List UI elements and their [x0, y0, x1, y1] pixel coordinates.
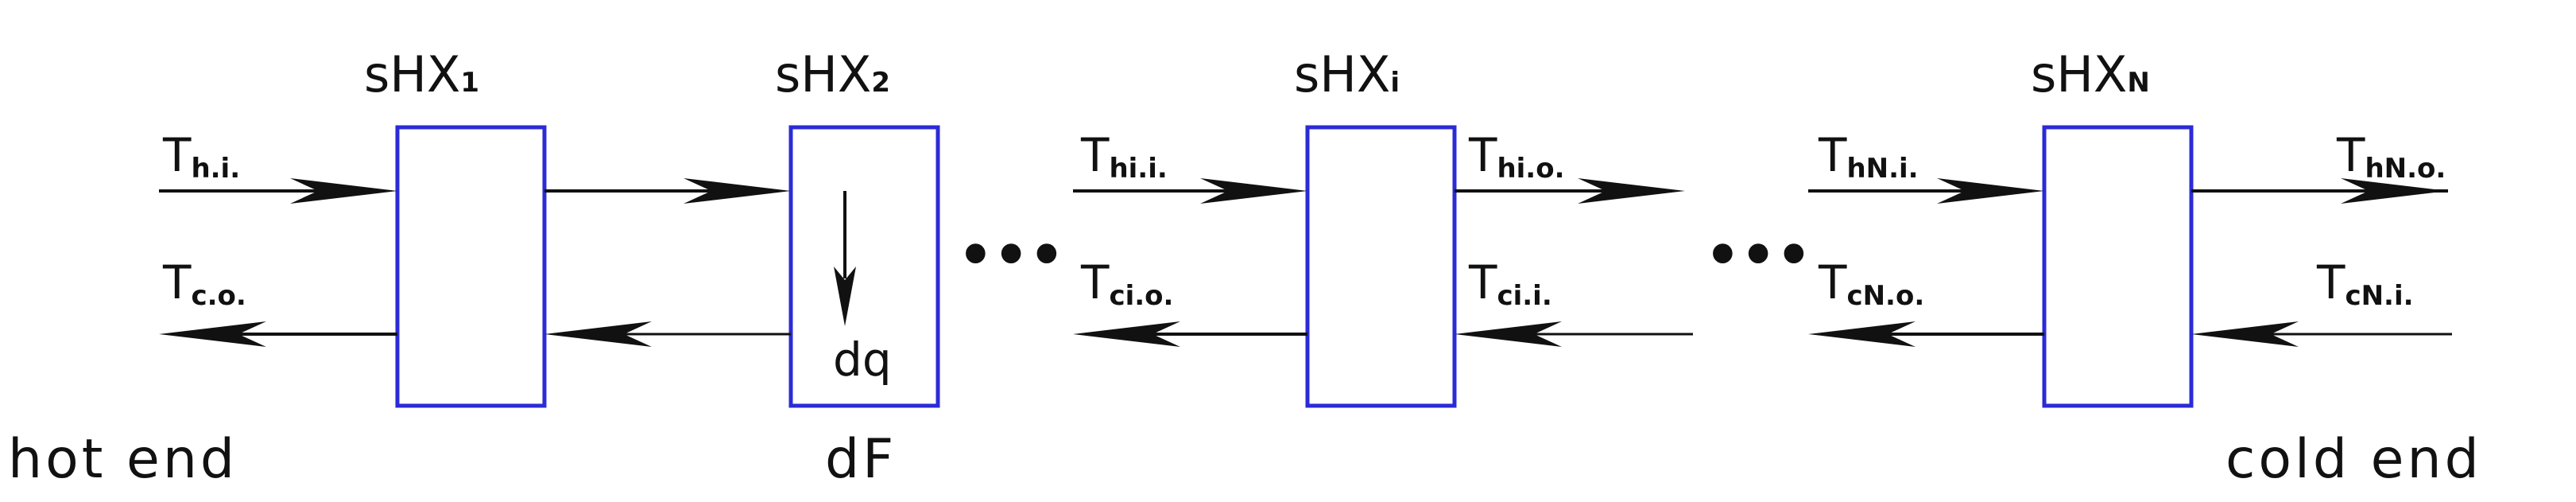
cold-outlet-arrowhead — [159, 321, 266, 347]
shx-n-label: sHXN — [2031, 45, 2150, 103]
temp-hot-inlet: Th.i. — [162, 128, 240, 185]
temp-cold-inlet-n: TcN.i. — [2316, 255, 2414, 312]
cold-end-label: cold end — [2225, 428, 2482, 491]
cold-inlet-n-arrowhead — [2191, 321, 2299, 347]
hot-inlet-arrowhead — [290, 178, 397, 204]
hot-inlet-i-arrowhead — [1200, 178, 1307, 204]
shx-1-box — [395, 125, 547, 408]
ellipsis-right: ••• — [1705, 223, 1811, 288]
shx-1-label: sHX1 — [364, 45, 479, 103]
shx-i-box — [1305, 125, 1457, 408]
cold-inlet-i-arrowhead — [1455, 321, 1562, 347]
cold-outlet-n-arrowhead — [1808, 321, 1916, 347]
temp-hot-inlet-n: ThN.i. — [1818, 128, 1919, 185]
cold-link-2-1-arrowhead — [544, 321, 652, 347]
hot-outlet-i-arrowhead — [1578, 178, 1685, 204]
temp-cold-outlet-n: TcN.o. — [1818, 255, 1924, 312]
heat-flow-arrowhead — [834, 267, 856, 326]
shx-2-label: sHX2 — [775, 45, 890, 103]
temp-cold-outlet: Tc.o. — [162, 255, 246, 312]
shx-n-box — [2042, 125, 2194, 408]
cold-outlet-i-arrowhead — [1073, 321, 1180, 347]
temp-hot-outlet-i: Thi.o. — [1468, 128, 1565, 185]
temp-hot-outlet-n: ThN.o. — [2336, 128, 2446, 185]
element-heat-label: dq — [833, 333, 892, 387]
element-area-label: dF — [825, 428, 897, 491]
ellipsis-left: ••• — [958, 223, 1064, 288]
hot-end-label: hot end — [8, 428, 238, 491]
shx-2-box — [788, 125, 940, 408]
hot-inlet-n-arrowhead — [1937, 178, 2044, 204]
shx-i-label: sHXi — [1294, 45, 1400, 103]
temp-hot-inlet-i: Thi.i. — [1080, 128, 1168, 185]
hot-outlet-n-arrowhead — [2341, 178, 2448, 204]
temp-cold-inlet-i: Tci.i. — [1468, 255, 1552, 312]
hot-link-1-2-arrowhead — [684, 178, 791, 204]
temp-cold-outlet-i: Tci.o. — [1080, 255, 1173, 312]
